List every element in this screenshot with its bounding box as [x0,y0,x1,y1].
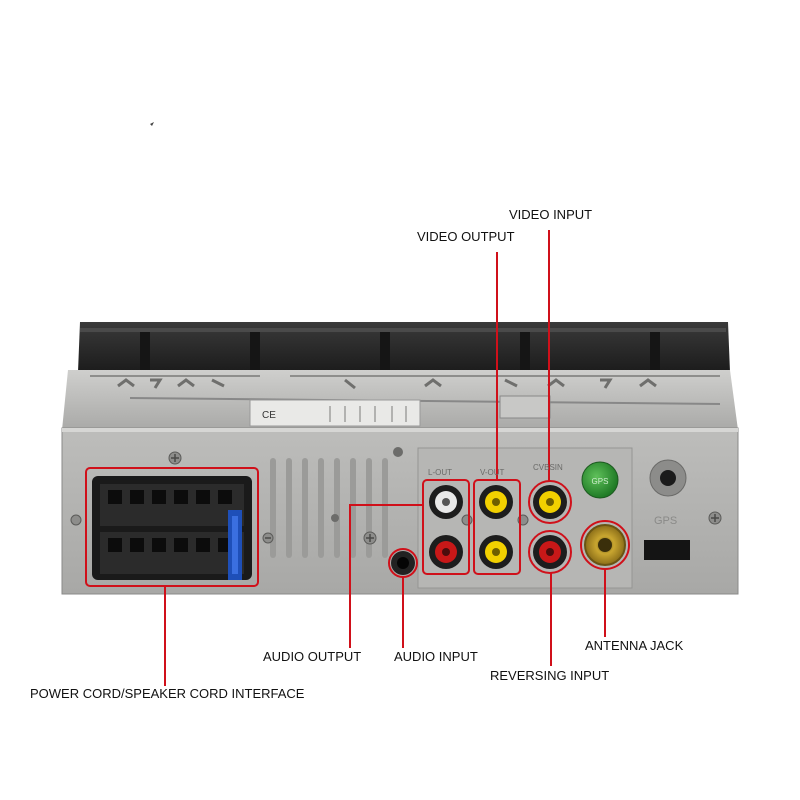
video-input-label: VIDEO INPUT [509,207,593,222]
iso-connector [92,476,252,580]
gps-mark: GPS [654,515,677,527]
antenna-jack-label: ANTENNA JACK [585,638,684,653]
v-out-mark: V-OUT [480,468,505,477]
metal-chassis: CE [62,370,738,430]
panel-marks: L-OUT V-OUT CVBSIN GPS [428,463,677,527]
audio-output-label: AUDIO OUTPUT [263,649,362,664]
top-shell [78,322,730,372]
svg-text:GPS: GPS [592,477,609,486]
cvbsin-mark: CVBSIN [533,463,563,472]
video-output-label: VIDEO OUTPUT [417,229,515,244]
audio-input-jack [391,551,415,575]
svg-text:CE: CE [262,410,276,421]
reversing-input-label: REVERSING INPUT [490,668,610,683]
power-speaker-interface-label: POWER CORD/SPEAKER CORD INTERFACE [30,686,305,701]
gps-port [644,459,690,560]
audio-input-label: AUDIO INPUT [394,649,478,664]
rca-jacks [429,485,567,569]
antenna-jack [584,524,626,566]
gps-green-cap: GPS [581,461,619,499]
l-out-mark: L-OUT [428,468,452,477]
callout-leaders [164,230,606,686]
